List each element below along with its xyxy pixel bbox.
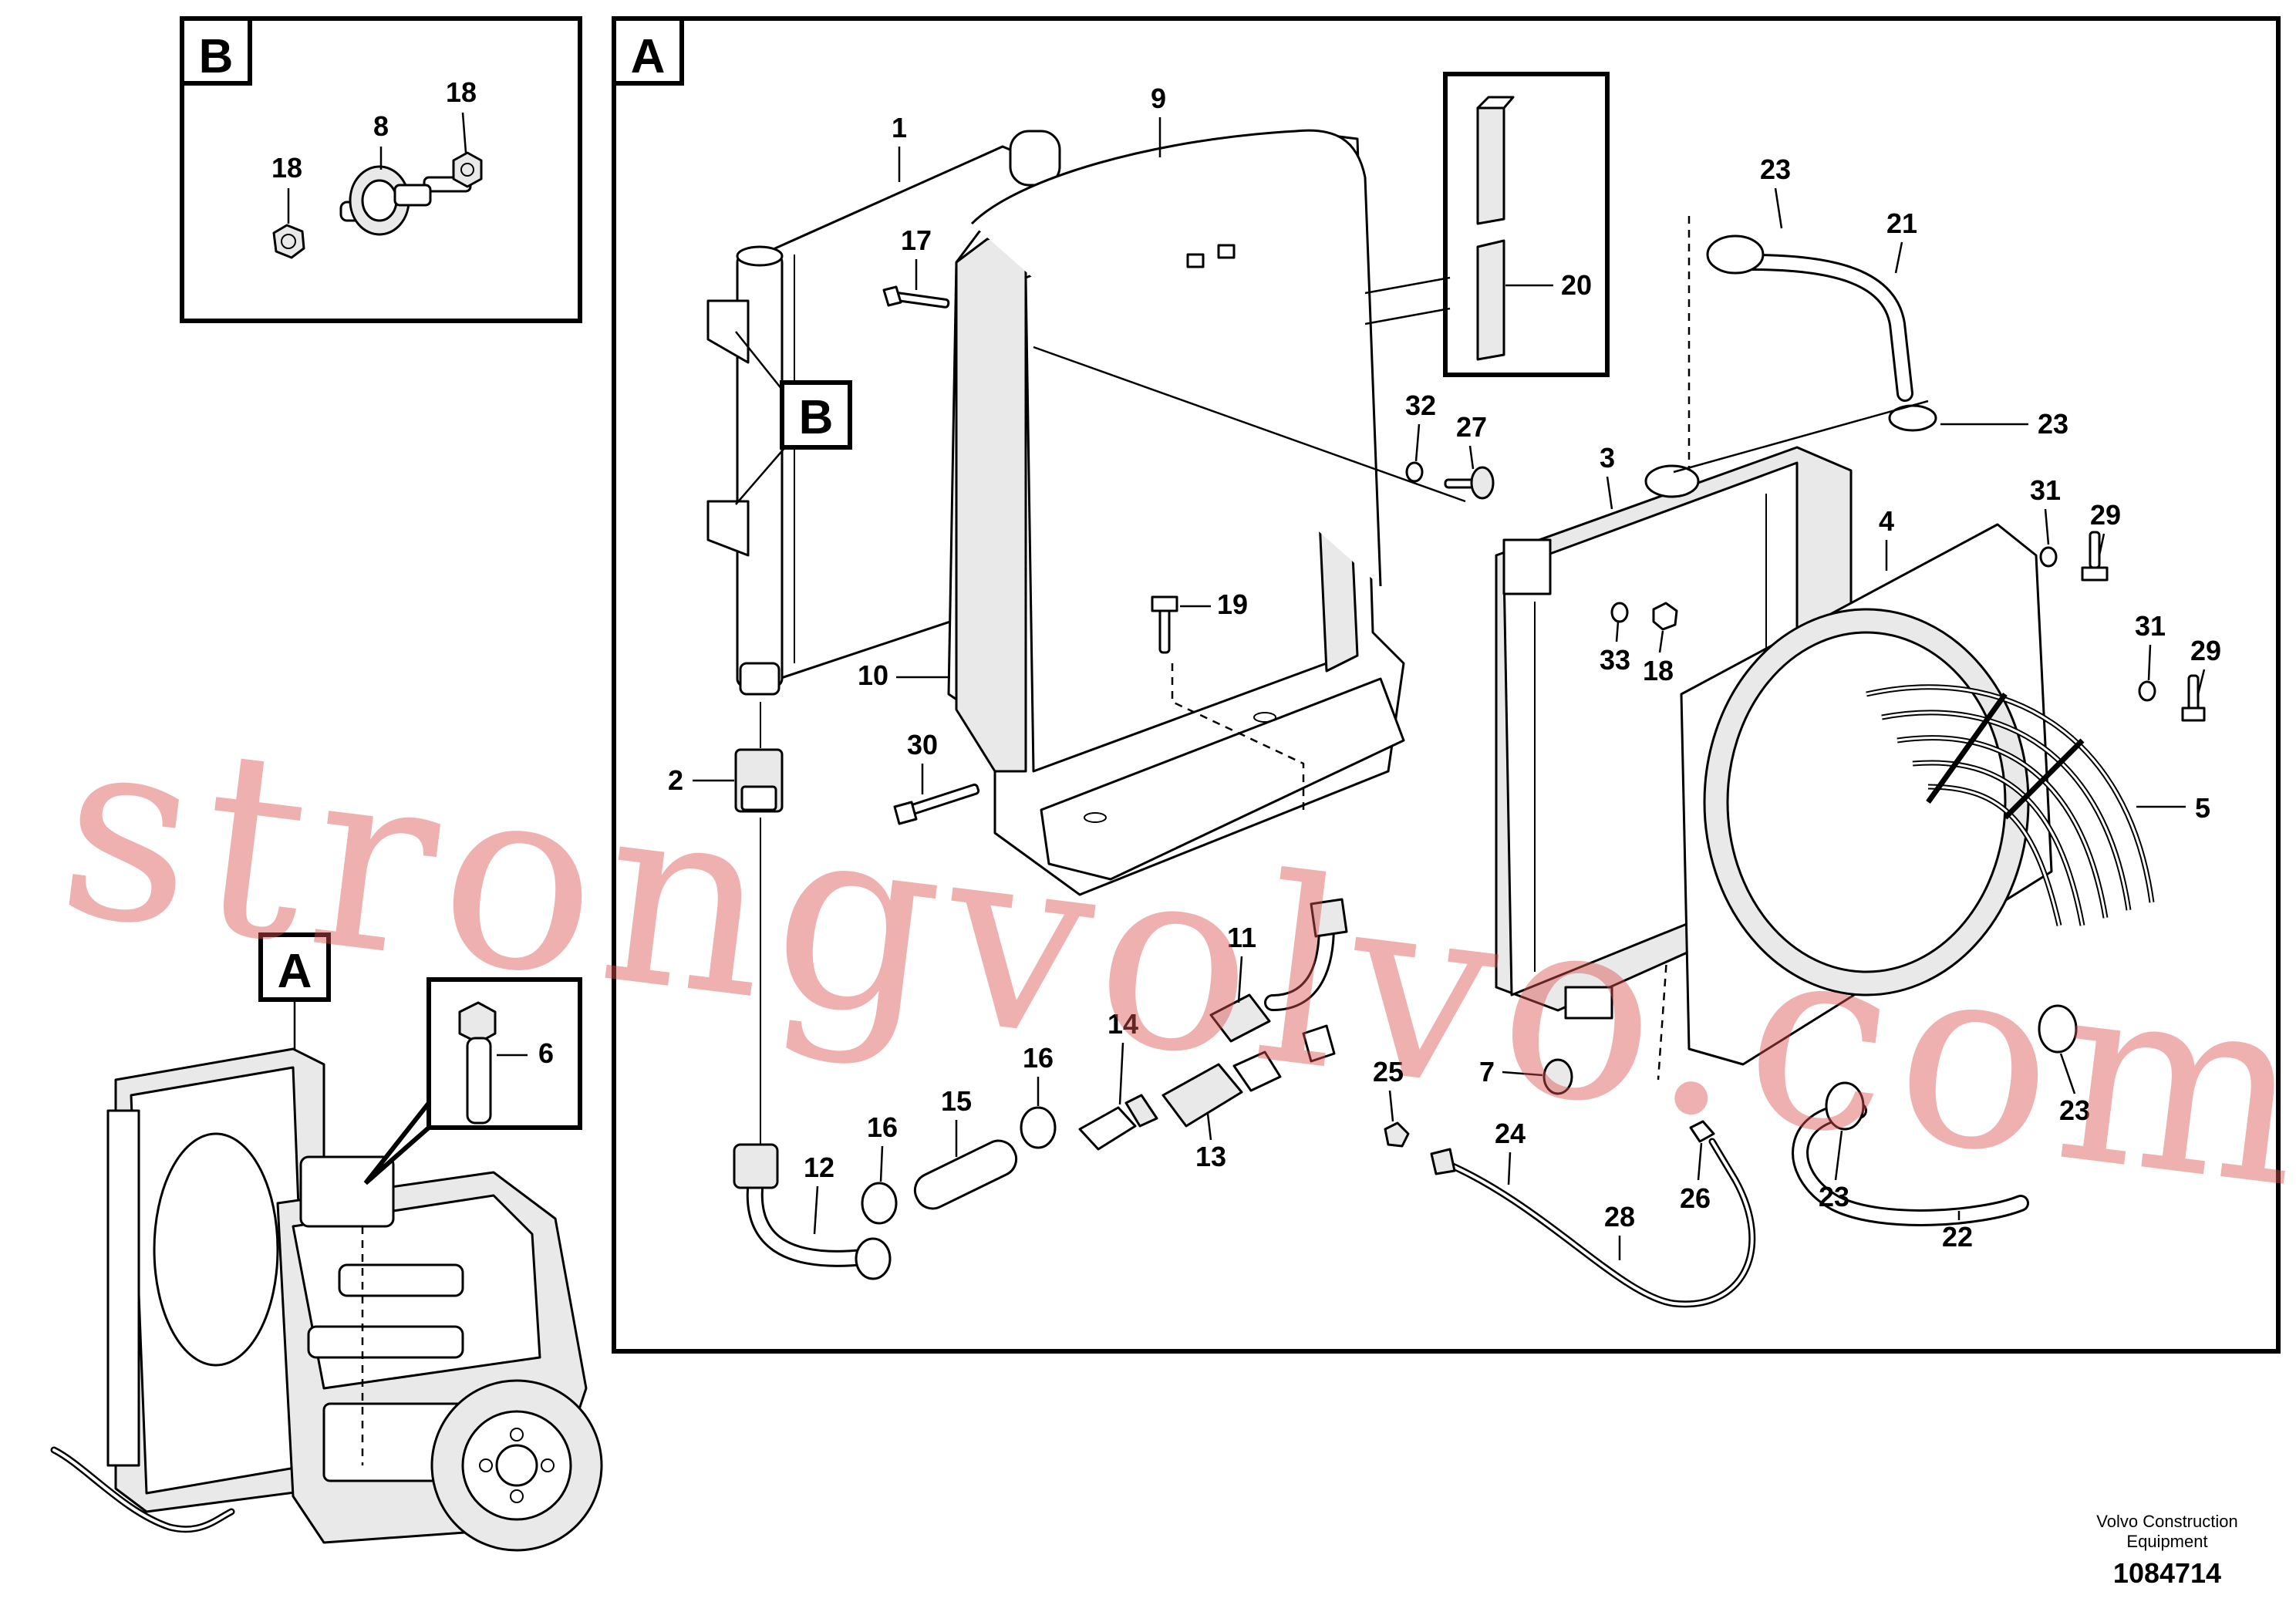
callout-a-23a: 23 <box>1760 153 1791 185</box>
callout-a-19: 19 <box>1217 588 1248 620</box>
callout-a-4: 4 <box>1879 505 1894 537</box>
fan-guard-part <box>1866 684 2155 926</box>
radiator-frame-part <box>947 129 1405 896</box>
callout-a-23b: 23 <box>2038 408 2068 440</box>
callout-a-18: 18 <box>1643 655 1674 686</box>
callout-a-14: 14 <box>1108 1008 1138 1040</box>
bolt-19 <box>1151 595 1178 654</box>
fitting-2 <box>734 748 784 813</box>
detail-pointer-b-tag: B <box>799 391 834 444</box>
bolt-29a <box>2081 531 2109 582</box>
nut-18 <box>1652 602 1678 631</box>
callout-b-18a: 18 <box>271 152 302 184</box>
main-panel-a: A B <box>612 16 2281 1354</box>
foam-strip-detail <box>1364 72 1610 377</box>
engine-overview: A 6 <box>50 932 603 1552</box>
washer-31b <box>2138 680 2156 702</box>
clamp-16b <box>1020 1106 1057 1149</box>
clamp-23a <box>2038 1004 2078 1054</box>
callout-a-12: 12 <box>804 1152 834 1183</box>
callout-a-17: 17 <box>901 224 932 256</box>
callout-a-13: 13 <box>1195 1141 1226 1172</box>
drawing-number: 1084714 <box>2113 1557 2221 1589</box>
callout-a-2: 2 <box>668 764 683 796</box>
callout-a-29a: 29 <box>2090 499 2121 531</box>
callout-a-24: 24 <box>1495 1118 1526 1149</box>
washer-31a <box>2039 546 2058 568</box>
bolt-6 <box>458 1001 497 1125</box>
callout-a-3: 3 <box>1600 442 1615 474</box>
footer-block: Volvo Construction Equipment 1084714 <box>2096 1512 2237 1589</box>
coupling-13 <box>1161 1050 1282 1128</box>
plug-27 <box>1444 466 1495 500</box>
callout-a-28: 28 <box>1604 1201 1635 1233</box>
callout-a-20: 20 <box>1561 269 1592 301</box>
callout-b-8: 8 <box>373 110 389 142</box>
detail-panel-b-tag: B <box>199 30 234 83</box>
bolt-29b <box>2181 674 2206 722</box>
callout-a-26: 26 <box>1680 1182 1711 1214</box>
callout-a-1: 1 <box>892 112 907 143</box>
footer-brand-line2: Equipment <box>2126 1532 2207 1551</box>
callout-a-30: 30 <box>907 729 938 760</box>
clamp-23b <box>1825 1081 1865 1131</box>
callout-a-31a: 31 <box>2030 474 2061 506</box>
cable-28 <box>1430 1138 1756 1308</box>
clip-26 <box>1689 1120 1715 1143</box>
adapter-14 <box>1078 1094 1158 1151</box>
washer-33 <box>1610 602 1629 623</box>
washer-32 <box>1405 461 1424 483</box>
hose-15 <box>913 1139 1018 1210</box>
rubber-mount-part <box>272 151 483 259</box>
callout-a-15: 15 <box>941 1085 972 1117</box>
callout-a-27: 27 <box>1456 411 1487 443</box>
callout-a-9: 9 <box>1151 83 1166 114</box>
callout-a-25: 25 <box>1373 1056 1404 1088</box>
callout-a-33: 33 <box>1600 644 1630 676</box>
upper-hose-part <box>1706 234 1937 432</box>
callout-b-18b: 18 <box>446 76 477 108</box>
callout-a-16b: 16 <box>867 1111 898 1143</box>
fan-shroud-part <box>1680 523 2053 1066</box>
callout-a-23c: 23 <box>2059 1094 2090 1126</box>
footer-brand-line1: Volvo Construction <box>2096 1512 2237 1531</box>
drain-plug-7 <box>1542 1058 1573 1095</box>
callout-overview-6: 6 <box>538 1037 554 1069</box>
callout-a-16a: 16 <box>1023 1042 1054 1074</box>
callout-a-22: 22 <box>1942 1221 1973 1253</box>
main-panel-a-tag: A <box>631 30 666 83</box>
callout-a-11: 11 <box>1227 922 1256 953</box>
callout-a-10: 10 <box>858 659 888 691</box>
callout-a-7: 7 <box>1479 1056 1495 1088</box>
bolt-30 <box>893 783 980 825</box>
callout-a-29b: 29 <box>2190 635 2221 666</box>
detail-pointer-b: B <box>735 331 852 505</box>
callout-a-31b: 31 <box>2135 610 2166 642</box>
callout-a-5: 5 <box>2195 792 2210 824</box>
fitting-11 <box>1209 898 1348 1063</box>
oil-pipe-12 <box>733 1143 892 1280</box>
callout-a-23d: 23 <box>1819 1181 1849 1212</box>
overview-tag-a: A <box>278 945 312 998</box>
lower-hose-22 <box>1792 1102 2029 1226</box>
callout-a-32: 32 <box>1405 389 1436 421</box>
clamp-16a <box>861 1182 898 1225</box>
sensor-25 <box>1384 1121 1410 1148</box>
detail-panel-b: B 18 8 18 <box>180 16 582 323</box>
bolt-17 <box>882 285 950 309</box>
callout-a-21: 21 <box>1886 207 1917 239</box>
